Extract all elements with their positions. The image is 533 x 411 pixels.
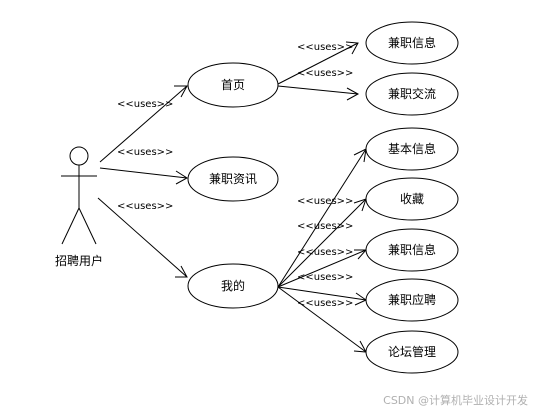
use-case-label: 兼职资讯 — [209, 172, 257, 186]
actor-figure — [61, 146, 97, 245]
uses-label: <<uses>> — [297, 272, 353, 283]
use-case-news[interactable]: 兼职资讯 — [187, 156, 279, 202]
use-case-basic-info[interactable]: 基本信息 — [365, 127, 459, 171]
use-case-home-chat[interactable]: 兼职交流 — [365, 72, 459, 116]
actor-label: 招聘用户 — [55, 253, 103, 268]
use-case-label: 基本信息 — [388, 141, 436, 156]
uses-label: <<uses>> — [297, 298, 353, 309]
use-case-label: 兼职应聘 — [388, 292, 436, 307]
use-case-label: 论坛管理 — [388, 344, 436, 359]
use-case-forum[interactable]: 论坛管理 — [365, 330, 459, 374]
uses-label: <<uses>> — [297, 221, 353, 232]
use-case-label: 兼职信息 — [388, 242, 436, 257]
use-case-label: 兼职交流 — [388, 86, 436, 101]
watermark: CSDN @计算机毕业设计开发 — [383, 393, 528, 407]
use-case-label: 兼职信息 — [388, 35, 436, 50]
use-case-home-info[interactable]: 兼职信息 — [365, 21, 459, 65]
use-case-label: 首页 — [221, 78, 245, 92]
use-case-apply[interactable]: 兼职应聘 — [365, 278, 459, 322]
uses-labels: <<uses>> <<uses>> <<uses>> <<uses>> <<us… — [117, 42, 353, 309]
uses-label: <<uses>> — [117, 201, 173, 212]
uses-label: <<uses>> — [297, 42, 353, 53]
actor-associations — [97, 85, 188, 278]
home-relations — [277, 41, 360, 101]
uses-label: <<uses>> — [297, 68, 353, 79]
uses-label: <<uses>> — [297, 247, 353, 258]
uses-label: <<uses>> — [117, 99, 173, 110]
uses-label: <<uses>> — [297, 196, 353, 207]
use-case-favorites[interactable]: 收藏 — [365, 177, 459, 221]
use-case-home[interactable]: 首页 — [187, 62, 279, 108]
uses-label: <<uses>> — [117, 147, 173, 158]
use-case-label: 收藏 — [400, 192, 424, 206]
use-case-mine[interactable]: 我的 — [187, 263, 279, 309]
use-case-mine-info[interactable]: 兼职信息 — [365, 228, 459, 272]
use-case-label: 我的 — [221, 278, 245, 293]
